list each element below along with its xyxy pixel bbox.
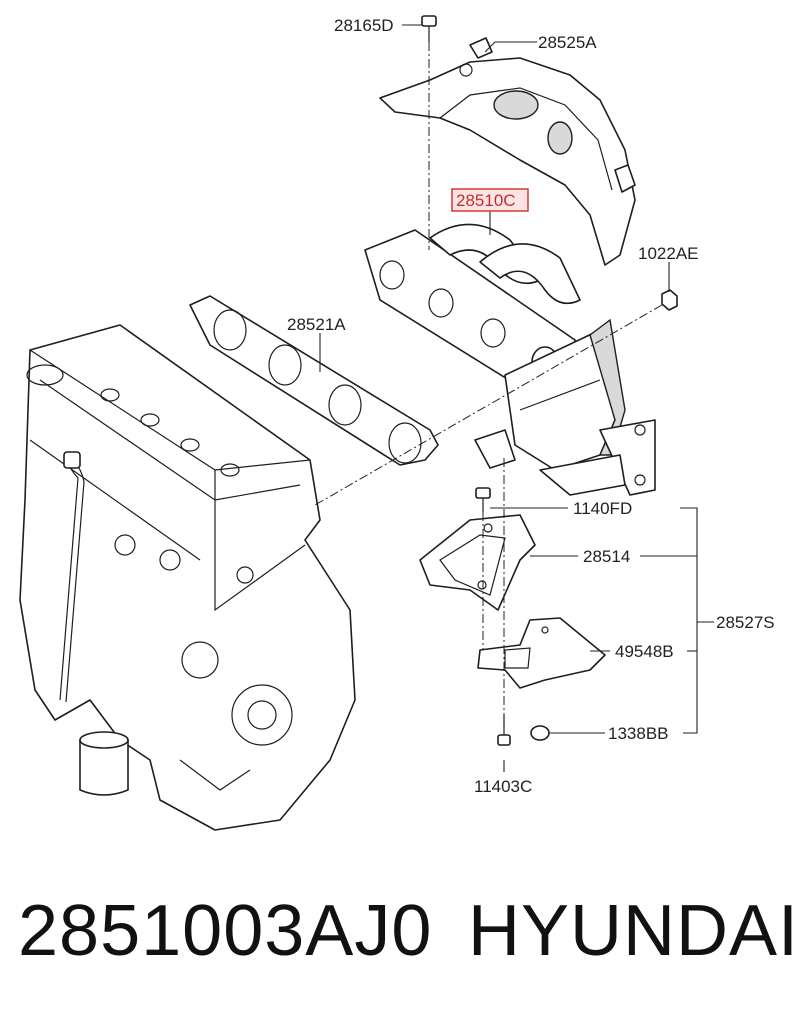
callout-28527S[interactable]: 28527S — [716, 613, 775, 632]
leader-lines — [319, 24, 714, 772]
bracket-49548B-illustration — [477, 617, 606, 689]
callout-1022AE[interactable]: 1022AE — [638, 244, 699, 263]
manifold-gasket-illustration — [189, 295, 439, 466]
product-caption: 2851003AJ0 HYUNDAI — [0, 865, 800, 995]
callout-28521A[interactable]: 28521A — [287, 315, 346, 334]
callout-11403C[interactable]: 11403C — [474, 777, 532, 796]
engine-block-illustration — [19, 324, 356, 831]
heat-shield-illustration — [379, 37, 636, 266]
callout-28514[interactable]: 28514 — [583, 547, 630, 566]
callout-28510C-highlight[interactable]: 28510C — [451, 188, 529, 212]
callout-28525A[interactable]: 28525A — [538, 33, 597, 52]
callout-28510C[interactable]: 28510C — [456, 191, 516, 210]
bracket-28514-illustration — [419, 514, 536, 611]
fasteners — [421, 15, 678, 746]
callout-1140FD[interactable]: 1140FD — [573, 499, 632, 518]
exhaust-manifold-illustration — [364, 223, 656, 496]
callout-28165D[interactable]: 28165D — [334, 16, 394, 35]
callout-1338BB[interactable]: 1338BB — [608, 724, 669, 743]
callout-49548B[interactable]: 49548B — [615, 642, 674, 661]
part-number: 2851003AJ0 — [18, 891, 433, 971]
exploded-parts-diagram: 28165D 28525A 28510C 1022AE 28521A 1140F… — [19, 15, 775, 831]
assembly-lines — [314, 42, 663, 715]
brand-name: HYUNDAI — [468, 891, 800, 971]
